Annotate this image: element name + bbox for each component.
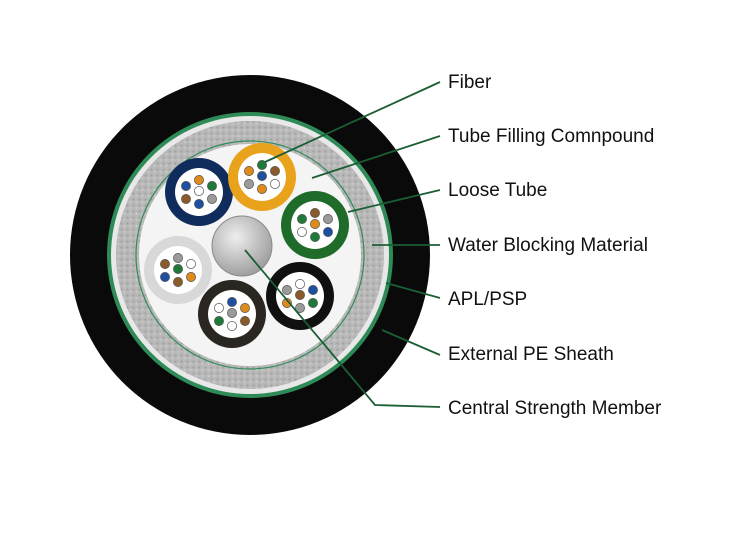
leader-line-fiber <box>264 81 441 163</box>
optical-fiber <box>323 227 333 237</box>
optical-fiber <box>244 179 254 189</box>
optical-fiber <box>297 214 307 224</box>
optical-fiber <box>173 253 183 263</box>
label-apl-psp: APL/PSP <box>448 289 527 310</box>
optical-fiber <box>310 232 320 242</box>
optical-fiber <box>297 227 307 237</box>
optical-fiber <box>308 298 318 308</box>
optical-fiber <box>308 285 318 295</box>
optical-fiber <box>295 290 305 300</box>
leader-line-pe-sheath <box>381 329 441 356</box>
optical-fiber <box>214 303 224 313</box>
optical-fiber <box>160 272 170 282</box>
leader-line-csm <box>244 249 441 408</box>
optical-fiber <box>295 303 305 313</box>
optical-fiber <box>257 171 267 181</box>
optical-fiber <box>181 194 191 204</box>
loose-tubes-group <box>144 143 349 348</box>
optical-fiber <box>257 160 267 170</box>
optical-fiber <box>295 279 305 289</box>
leader-line-tube-filling <box>311 135 441 179</box>
optical-fiber <box>310 219 320 229</box>
optical-fiber <box>270 179 280 189</box>
label-water-blocking-material: Water Blocking Material <box>448 235 648 256</box>
optical-fiber <box>207 181 217 191</box>
label-fiber: Fiber <box>448 72 492 93</box>
label-loose-tube: Loose Tube <box>448 180 547 201</box>
optical-fiber <box>186 259 196 269</box>
optical-fiber <box>270 166 280 176</box>
leader-line-apl-psp <box>385 282 441 299</box>
optical-fiber <box>240 303 250 313</box>
optical-fiber <box>186 272 196 282</box>
optical-fiber <box>227 321 237 331</box>
optical-fiber <box>181 181 191 191</box>
label-tube-filling-compound: Tube Filling Comnpound <box>448 126 654 147</box>
optical-fiber <box>194 186 204 196</box>
optical-fiber <box>214 316 224 326</box>
label-central-strength-member: Central Strength Member <box>448 398 662 419</box>
optical-fiber <box>282 298 292 308</box>
label-group: Fiber Tube Filling Comnpound Loose Tube … <box>448 72 662 419</box>
optical-fiber <box>207 194 217 204</box>
optical-fiber <box>257 184 267 194</box>
optical-fiber <box>227 297 237 307</box>
optical-fiber <box>160 259 170 269</box>
optical-fiber <box>194 199 204 209</box>
optical-fiber <box>282 285 292 295</box>
central-strength-member <box>211 215 273 277</box>
optical-fiber <box>194 175 204 185</box>
optical-fiber <box>173 264 183 274</box>
optical-fiber <box>227 308 237 318</box>
label-external-pe-sheath: External PE Sheath <box>448 344 614 365</box>
optical-fiber <box>173 277 183 287</box>
optical-fiber <box>323 214 333 224</box>
inner-green-line <box>135 140 365 370</box>
leader-lines <box>244 81 441 408</box>
optical-fiber <box>240 316 250 326</box>
optical-fiber <box>244 166 254 176</box>
leader-line-loose-tube <box>347 189 441 213</box>
optical-fiber <box>310 208 320 218</box>
